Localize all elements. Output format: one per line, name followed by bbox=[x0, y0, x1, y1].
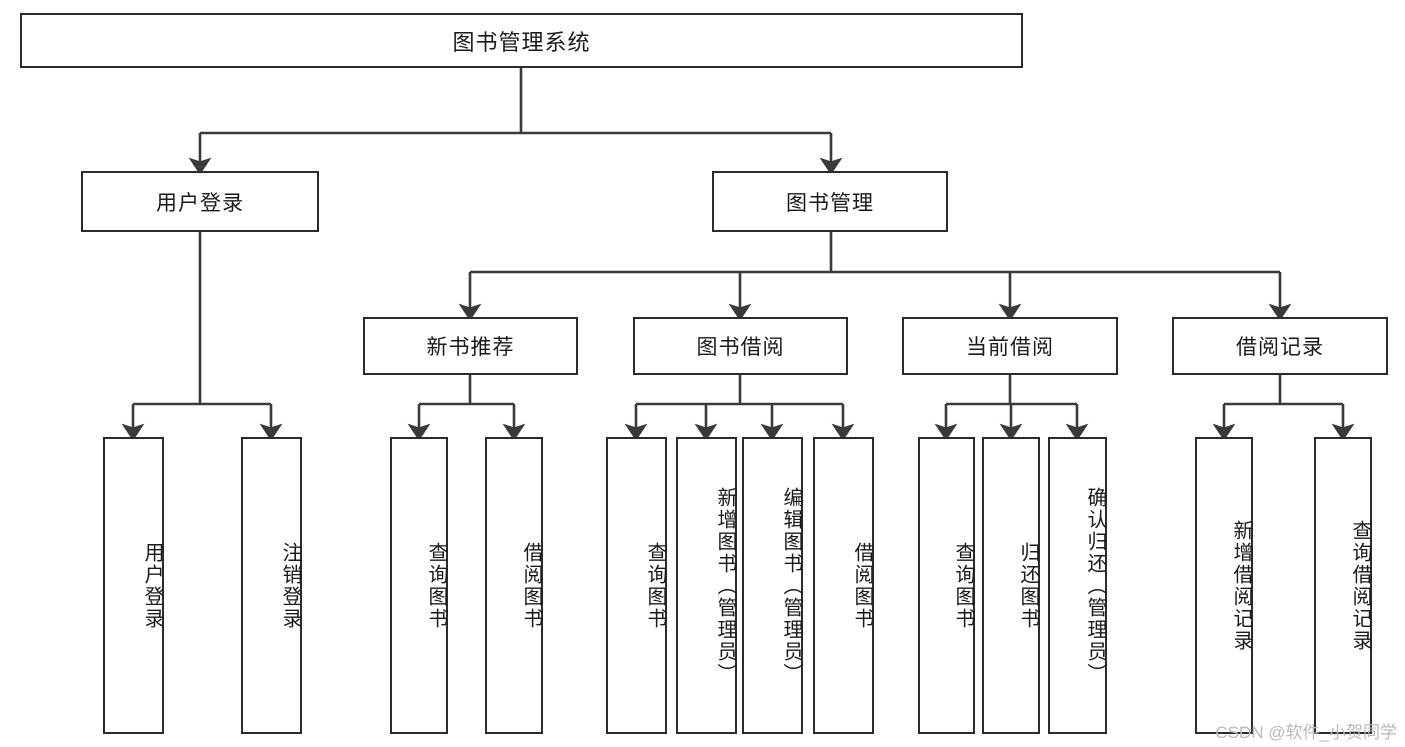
node-label: 借阅图书 bbox=[520, 541, 542, 630]
node-label: 借阅图书 bbox=[851, 541, 873, 630]
node-label: 用户登录 bbox=[141, 541, 163, 630]
leaf-query-borrowing-record[interactable]: 查询借阅记录 bbox=[1314, 437, 1372, 734]
node-label: 图书管理系统 bbox=[452, 29, 591, 55]
leaf-add-book-admin[interactable]: 新增图书（管理员） bbox=[676, 437, 737, 734]
leaf-query-book-recommend[interactable]: 查询图书 bbox=[390, 437, 448, 734]
node-label: 当前借阅 bbox=[966, 336, 1054, 359]
leaf-return-book[interactable]: 归还图书 bbox=[982, 437, 1040, 734]
node-label: 新增图书（管理员） bbox=[714, 486, 736, 685]
node-label: 编辑图书（管理员） bbox=[780, 486, 802, 685]
node-new-book-recommendation[interactable]: 新书推荐 bbox=[363, 317, 578, 375]
node-label: 查询图书 bbox=[425, 541, 447, 630]
node-label: 注销登录 bbox=[279, 541, 301, 630]
node-label: 归还图书 bbox=[1017, 541, 1039, 630]
node-label: 确认归还（管理员） bbox=[1084, 486, 1106, 685]
csdn-watermark: CSDN @软件_小贺同学 bbox=[1215, 723, 1397, 742]
node-root-book-management-system[interactable]: 图书管理系统 bbox=[20, 13, 1023, 68]
node-user-login[interactable]: 用户登录 bbox=[81, 171, 319, 232]
leaf-query-book-current[interactable]: 查询图书 bbox=[918, 437, 975, 734]
leaf-add-borrowing-record[interactable]: 新增借阅记录 bbox=[1195, 437, 1253, 734]
node-label: 新增借阅记录 bbox=[1230, 519, 1252, 652]
node-label: 用户登录 bbox=[156, 191, 244, 215]
node-book-borrowing[interactable]: 图书借阅 bbox=[633, 317, 848, 375]
leaf-user-login[interactable]: 用户登录 bbox=[103, 437, 164, 734]
leaf-borrow-book-borrowing[interactable]: 借阅图书 bbox=[813, 437, 874, 734]
node-current-borrowing[interactable]: 当前借阅 bbox=[902, 317, 1118, 375]
node-label: 图书管理 bbox=[786, 191, 874, 215]
leaf-edit-book-admin[interactable]: 编辑图书（管理员） bbox=[742, 437, 803, 734]
node-label: 新书推荐 bbox=[426, 336, 515, 359]
node-label: 查询图书 bbox=[644, 541, 666, 630]
node-label: 借阅记录 bbox=[1236, 336, 1324, 359]
node-book-management[interactable]: 图书管理 bbox=[712, 171, 948, 232]
node-label: 图书借阅 bbox=[696, 336, 785, 359]
leaf-confirm-return-admin[interactable]: 确认归还（管理员） bbox=[1048, 437, 1107, 734]
node-borrowing-records[interactable]: 借阅记录 bbox=[1172, 317, 1388, 375]
node-label: 查询图书 bbox=[952, 541, 974, 630]
leaf-borrow-book-recommend[interactable]: 借阅图书 bbox=[485, 437, 543, 734]
leaf-query-book-borrowing[interactable]: 查询图书 bbox=[606, 437, 667, 734]
leaf-logout[interactable]: 注销登录 bbox=[241, 437, 302, 734]
node-label: 查询借阅记录 bbox=[1349, 519, 1371, 652]
